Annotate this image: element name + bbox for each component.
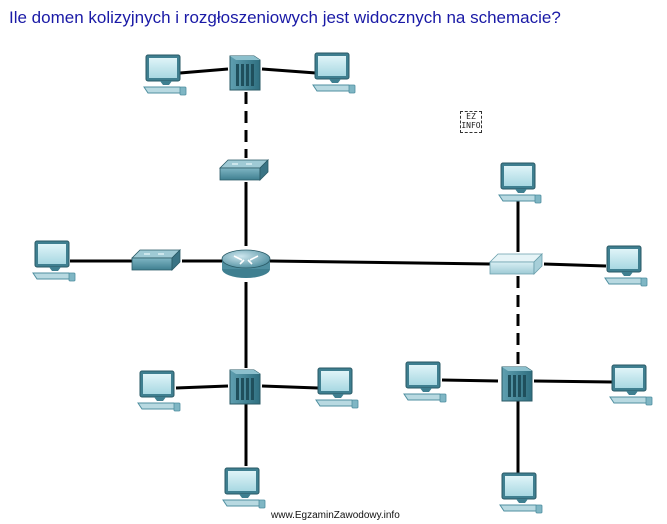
computer-icon <box>32 240 76 282</box>
link-bhub-pc-left <box>175 384 229 390</box>
hub-icon <box>229 369 261 405</box>
switch-icon <box>219 159 269 181</box>
question-text: Ile domen kolizyjnych i rozgłoszeniowych… <box>9 8 561 27</box>
computer-icon <box>143 54 187 96</box>
link-top-pc-left <box>179 67 229 75</box>
switch-icon <box>489 253 543 275</box>
computer-icon <box>222 467 266 509</box>
hub-icon <box>229 55 261 91</box>
watermark-text: www.EgzaminZawodowy.info <box>271 510 400 521</box>
computer-icon <box>609 364 653 406</box>
link-top-pc-right <box>261 67 317 75</box>
computer-icon <box>499 472 543 514</box>
link-rhub-pc-right <box>533 379 613 384</box>
computer-icon <box>403 361 447 403</box>
link-rswitch-pc-right <box>543 262 607 268</box>
computer-icon <box>604 245 648 287</box>
switch-icon <box>131 249 181 271</box>
link-router-right-switch <box>269 259 491 266</box>
computer-icon <box>312 52 356 94</box>
link-bhub-pc-right <box>261 384 319 390</box>
computer-icon <box>137 370 181 412</box>
computer-icon <box>315 367 359 409</box>
computer-icon <box>498 162 542 204</box>
router-icon <box>221 249 271 279</box>
hub-icon <box>501 366 533 402</box>
link-rhub-pc-left <box>441 378 499 383</box>
